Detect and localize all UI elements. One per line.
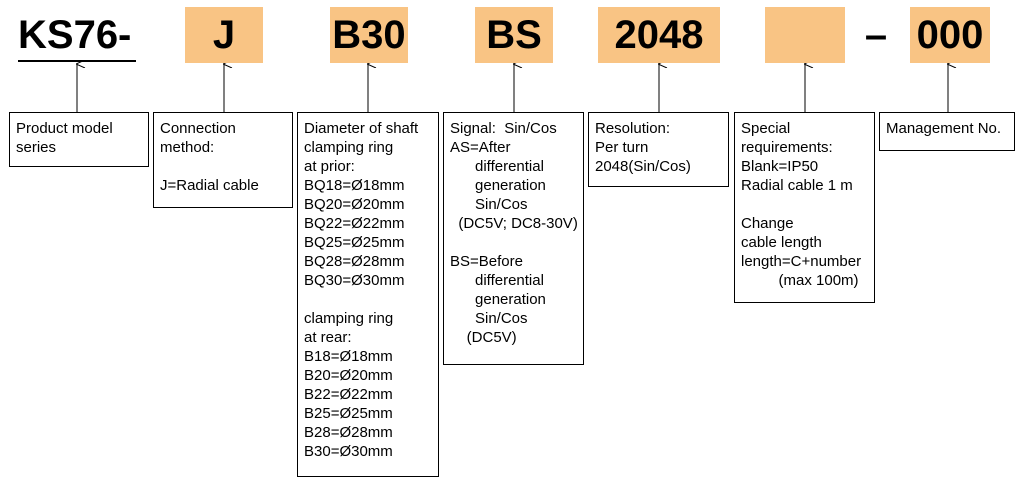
box-line: Change bbox=[741, 215, 794, 232]
box-line: requirements: bbox=[741, 139, 833, 156]
box-line bbox=[450, 233, 577, 252]
box-line: Resolution: bbox=[595, 120, 671, 137]
box-line: at prior: bbox=[304, 158, 355, 175]
box-line: clamping ring bbox=[304, 310, 394, 327]
box-line: B22=Ø22mm bbox=[304, 386, 393, 403]
box-line: BS=Before bbox=[450, 253, 523, 270]
box-line: B18=Ø18mm bbox=[304, 348, 393, 365]
box-line bbox=[304, 290, 432, 309]
box-line: generation bbox=[450, 177, 546, 194]
box-line: B20=Ø20mm bbox=[304, 367, 393, 384]
box-line bbox=[741, 195, 868, 214]
box-line: differential bbox=[450, 158, 544, 175]
box-line: B25=Ø25mm bbox=[304, 405, 393, 422]
box-line bbox=[160, 157, 286, 176]
resolution-description-box: Resolution: Per turn 2048(Sin/Cos) bbox=[588, 112, 729, 187]
separator-dash: – bbox=[864, 13, 888, 57]
box-line: Radial cable 1 m bbox=[741, 177, 853, 194]
box-line: Diameter of shaft bbox=[304, 120, 419, 137]
special-code bbox=[765, 7, 845, 63]
box-line: Special bbox=[741, 120, 791, 137]
box-line: Sin/Cos bbox=[450, 196, 528, 213]
box-line: length=C+number bbox=[741, 253, 862, 270]
box-line: Product model bbox=[16, 120, 113, 137]
box-line: method: bbox=[160, 139, 215, 156]
model-code: KS76- bbox=[18, 13, 132, 57]
box-line: BQ18=Ø18mm bbox=[304, 177, 405, 194]
connection-code: J bbox=[185, 7, 263, 63]
box-line: cable length bbox=[741, 234, 822, 251]
box-line: (DC5V; DC8-30V) bbox=[450, 215, 578, 232]
box-line: generation bbox=[450, 291, 546, 308]
box-line: BQ22=Ø22mm bbox=[304, 215, 405, 232]
resolution-code: 2048 bbox=[598, 7, 720, 63]
box-line: Sin/Cos bbox=[450, 310, 528, 327]
box-line: Per turn bbox=[595, 139, 649, 156]
box-line: Management No. bbox=[886, 120, 1002, 137]
box-line: (DC5V) bbox=[450, 329, 517, 346]
box-line: Signal: Sin/Cos bbox=[450, 120, 557, 137]
box-line: Connection bbox=[160, 120, 236, 137]
management-description-box: Management No. bbox=[879, 112, 1015, 151]
box-line: BQ28=Ø28mm bbox=[304, 253, 405, 270]
box-line: Blank=IP50 bbox=[741, 158, 819, 175]
box-line: BQ20=Ø20mm bbox=[304, 196, 405, 213]
diameter-description-box: Diameter of shaft clamping ring at prior: B… bbox=[297, 112, 439, 477]
signal-code: BS bbox=[475, 7, 553, 63]
connection-description-box: Connection method: J=Radial cable bbox=[153, 112, 293, 208]
box-line: (max 100m) bbox=[741, 272, 859, 289]
box-line: BQ30=Ø30mm bbox=[304, 272, 405, 289]
box-line: B28=Ø28mm bbox=[304, 424, 393, 441]
model-underline bbox=[18, 60, 136, 62]
box-line: differential bbox=[450, 272, 544, 289]
box-line: B30=Ø30mm bbox=[304, 443, 393, 460]
model-description-box: Product model series bbox=[9, 112, 149, 167]
box-line: series bbox=[16, 139, 57, 156]
box-line: at rear: bbox=[304, 329, 352, 346]
box-line: clamping ring bbox=[304, 139, 394, 156]
box-line: 2048(Sin/Cos) bbox=[595, 158, 691, 175]
management-code: 000 bbox=[910, 7, 990, 63]
box-line: BQ25=Ø25mm bbox=[304, 234, 405, 251]
diameter-code: B30 bbox=[330, 7, 408, 63]
box-line: AS=After bbox=[450, 139, 511, 156]
box-line: J=Radial cable bbox=[160, 177, 259, 194]
